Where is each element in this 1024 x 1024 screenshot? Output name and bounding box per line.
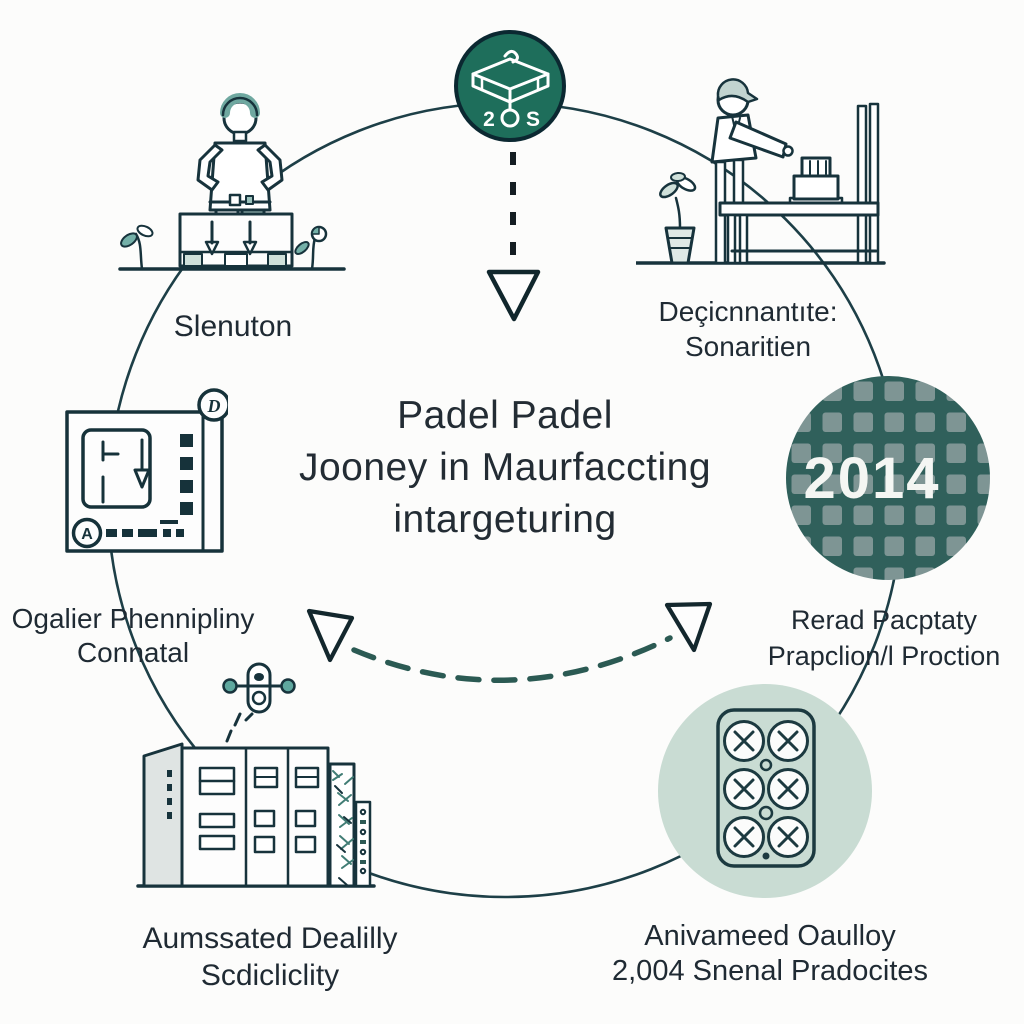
factory-illustration	[136, 662, 376, 888]
page-title: Padel Padel Jooney in Maurfaccting intar…	[299, 390, 711, 546]
stage-label-documentation-line1: Deçicnnantıte:	[658, 296, 838, 327]
stage-label-production-line2: Prapclion/l Proction	[767, 641, 1001, 671]
stage-label-facility-line1: Aumssated Dealilly	[142, 922, 398, 955]
stage-label-products-line2: 2,004 Snenal Pradocites	[612, 955, 928, 987]
arrow-down-icon	[486, 269, 541, 322]
worker-packing-illustration	[118, 93, 346, 271]
blister-pack-badge	[658, 684, 872, 898]
board-a-badge: A	[81, 526, 93, 543]
stage-label-documentation-line2: Sonaritien	[684, 331, 812, 362]
arrowhead-left-icon	[306, 608, 355, 663]
package-badge-right-char: S	[526, 108, 540, 131]
stage-label-production-line1: Rerad Pacptaty	[790, 605, 978, 635]
title-line-2: Jooney in Maurfaccting	[298, 446, 712, 489]
board-corner-badge: D	[207, 396, 221, 416]
stage-label-planning-line1: Ogalier Phennipliny	[11, 603, 255, 634]
package-badge: 2 S	[454, 30, 566, 142]
curved-dashed-connector	[351, 635, 673, 683]
package-badge-left-char: 2	[483, 108, 495, 131]
stage-label-facility-line2: Scdicliclity	[200, 959, 340, 992]
title-line-3: intargeturing	[393, 498, 617, 541]
stage-label-planning: Ogalier Phennipliny Connatal	[12, 602, 255, 670]
stage-label-products: Anivameed Oaulloy 2,004 Snenal Pradocite…	[612, 919, 928, 989]
stage-label-production: Rerad Pacptaty Prapclion/l Proction	[768, 602, 1001, 674]
stage-label-selection: Slenuton	[173, 310, 293, 343]
stage-label-facility: Aumssated Dealilly Scdicliclity	[142, 920, 397, 994]
stage-label-planning-line2: Connatal	[76, 637, 190, 668]
planning-board-icon: A D	[65, 388, 228, 553]
year-text: 2014	[803, 446, 940, 511]
blister-pack-icon	[716, 708, 816, 868]
package-icon: 2 S	[471, 49, 550, 131]
stage-label-products-line1: Anivameed Oaulloy	[644, 920, 896, 952]
worker-bench-illustration	[636, 78, 886, 265]
title-line-1: Padel Padel	[397, 394, 613, 437]
arrowhead-right-icon	[664, 601, 713, 653]
stage-label-documentation: Deçicnnantıte: Sonaritien	[659, 294, 838, 364]
year-badge: 2014	[786, 376, 990, 580]
